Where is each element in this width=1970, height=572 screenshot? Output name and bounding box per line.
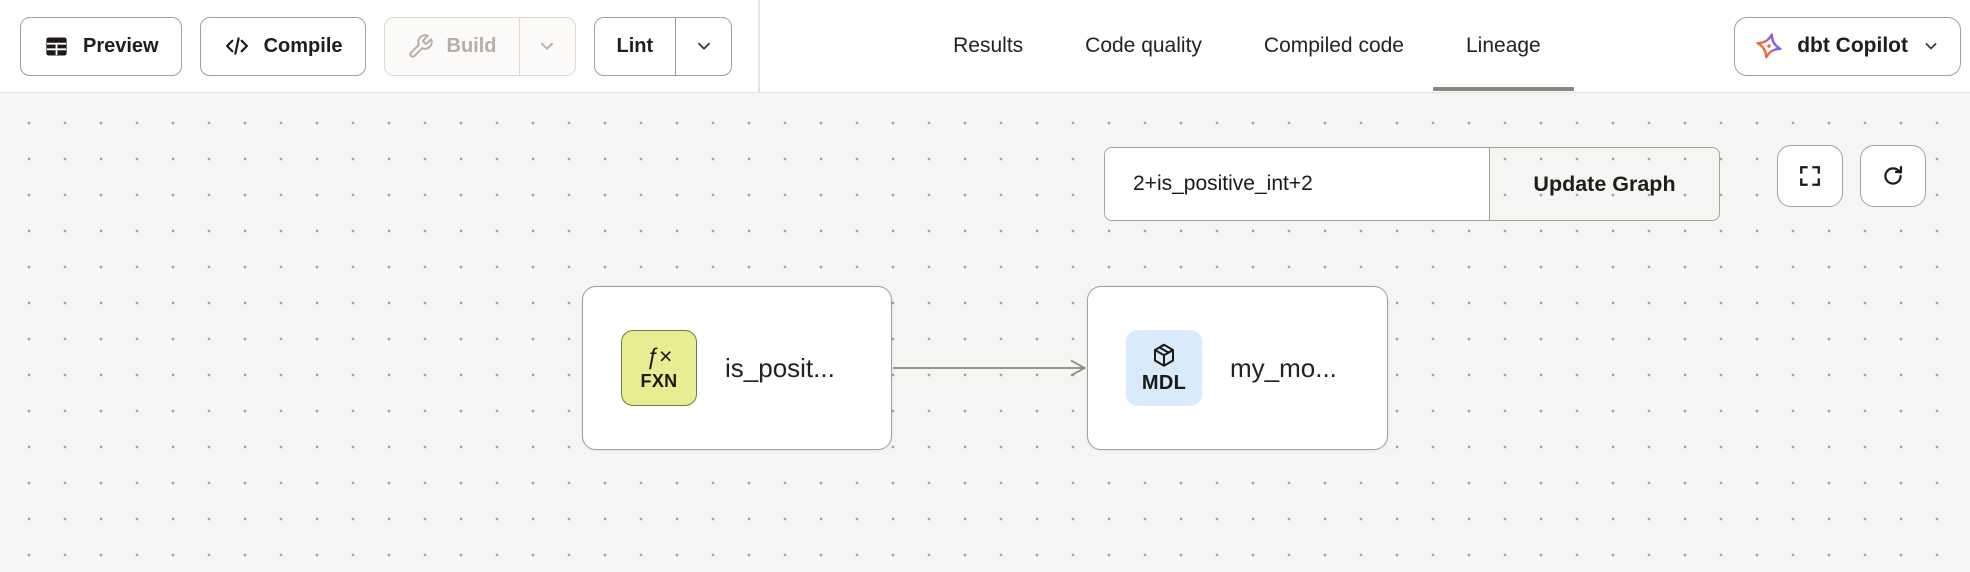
function-node-label: is_posit... [725,352,835,383]
build-button: Build [385,18,519,75]
tab-code-quality[interactable]: Code quality [1085,0,1202,92]
lineage-graph-canvas[interactable]: Update Graph ƒ× FXN is_posit... [0,93,1970,572]
function-node-badge: ƒ× FXN [621,330,697,406]
tab-lineage[interactable]: Lineage [1433,0,1574,92]
header-divider [758,0,760,93]
lineage-node-function[interactable]: ƒ× FXN is_posit... [582,286,892,450]
results-pane-tabs: Results Code quality Compiled code Linea… [760,0,1735,92]
update-graph-label: Update Graph [1533,171,1676,196]
tab-compiled-code-label: Compiled code [1263,34,1404,57]
fullscreen-button[interactable] [1777,145,1843,207]
function-fx-icon: ƒ× [645,343,673,370]
dbt-copilot-button[interactable]: dbt Copilot [1734,16,1961,76]
build-split-button: Build [383,16,576,76]
lint-button-label: Lint [616,34,654,57]
tab-results-label: Results [953,34,1024,57]
chevron-down-icon [693,35,715,57]
tab-compiled-code[interactable]: Compiled code [1264,0,1404,92]
lineage-selector-input[interactable] [1105,148,1490,220]
model-badge-code: MDL [1141,372,1187,394]
dbt-copilot-logo-icon [1754,31,1784,61]
chevron-down-icon [1921,36,1941,56]
tab-lineage-label: Lineage [1466,34,1541,57]
editor-toolbar-header: Preview Compile Build [0,0,1970,93]
lint-split-button: Lint [593,16,733,76]
build-button-label: Build [446,34,497,57]
code-icon [223,32,251,60]
function-badge-code: FXN [640,370,678,391]
preview-button-label: Preview [83,34,159,57]
lineage-node-model[interactable]: MDL my_mo... [1087,286,1388,450]
table-icon [43,33,70,60]
refresh-icon [1879,162,1907,190]
wrench-icon [407,33,434,60]
refresh-graph-button[interactable] [1860,145,1926,207]
lint-button[interactable]: Lint [595,18,676,75]
compile-button[interactable]: Compile [199,16,366,76]
dbt-copilot-label: dbt Copilot [1797,34,1908,57]
lineage-selector-bar: Update Graph [1104,147,1720,221]
tab-results[interactable]: Results [953,0,1023,92]
update-graph-button[interactable]: Update Graph [1490,148,1719,220]
model-node-badge: MDL [1126,330,1202,406]
preview-button[interactable]: Preview [20,16,182,76]
compile-button-label: Compile [263,34,343,57]
fullscreen-icon [1796,162,1824,190]
cube-icon [1149,341,1179,371]
chevron-down-icon [536,35,558,57]
build-dropdown-button [518,17,575,75]
action-toolbar: Preview Compile Build [0,16,733,76]
tab-code-quality-label: Code quality [1085,34,1202,57]
model-node-label: my_mo... [1230,352,1337,383]
lint-dropdown-button[interactable] [675,17,731,75]
